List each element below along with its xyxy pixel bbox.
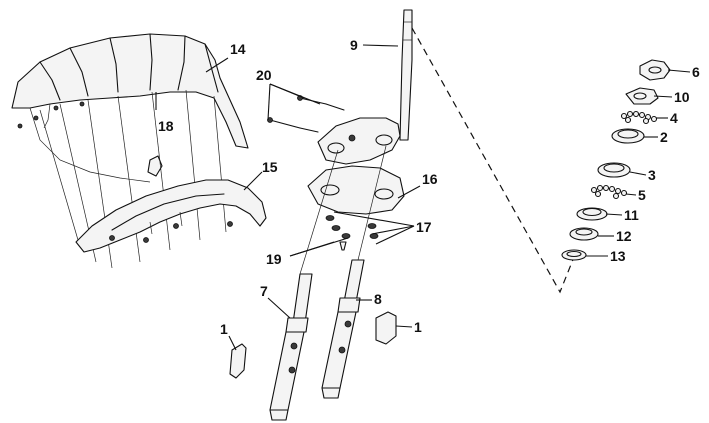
callout-7: 7	[260, 283, 268, 299]
bottom-bridge-part-16	[307, 165, 405, 215]
fork-left-axis	[299, 149, 339, 275]
callout-8: 8	[374, 291, 382, 307]
fastener-set-part-17-19	[325, 215, 379, 251]
callout-16: 16	[422, 171, 438, 187]
callout-13: 13	[610, 248, 626, 264]
assembly-center-line	[411, 27, 577, 294]
reflector-left-part-1	[229, 343, 247, 379]
front-fairing-part-14	[11, 33, 249, 269]
callout-19: 19	[266, 251, 282, 267]
cone-part-11	[576, 207, 608, 221]
callout-12: 12	[616, 228, 632, 244]
fork-leg-right-part-8	[321, 259, 365, 399]
callout-20: 20	[256, 67, 272, 83]
top-bridge-part-20	[267, 95, 401, 165]
callout-9: 9	[350, 37, 358, 53]
callout-10: 10	[674, 89, 690, 105]
lock-nut-part-10	[625, 87, 659, 105]
ball-bearing-part-4	[620, 110, 658, 125]
ball-bearing-part-5	[590, 184, 628, 200]
bearing-stack	[561, 59, 671, 261]
fork-leg-left-part-7	[269, 273, 313, 421]
reflector-right-part-1	[375, 311, 397, 345]
callout-6: 6	[692, 64, 700, 80]
callout-17: 17	[416, 219, 432, 235]
steering-stem-part-9	[399, 9, 413, 141]
callout-2: 2	[660, 129, 668, 145]
callout-15: 15	[262, 159, 278, 175]
callout-14: 14	[230, 41, 246, 57]
callout-1-right: 1	[414, 319, 422, 335]
leader-lines	[155, 44, 691, 351]
front-fender-part-15	[75, 179, 267, 253]
callout-labels: 9 14 20 18 15 16 17 19 7 8 1 1 6 10 4 2 …	[158, 37, 700, 337]
callout-1-left: 1	[220, 321, 228, 337]
fork-right-axis	[357, 145, 387, 261]
callout-3: 3	[648, 167, 656, 183]
callout-5: 5	[638, 187, 646, 203]
race-part-2	[611, 128, 645, 144]
callout-4: 4	[670, 110, 678, 126]
callout-11: 11	[624, 207, 639, 223]
callout-18: 18	[158, 118, 174, 134]
race-part-12	[569, 227, 599, 241]
nut-part-6	[639, 59, 671, 81]
race-part-3	[597, 162, 631, 178]
